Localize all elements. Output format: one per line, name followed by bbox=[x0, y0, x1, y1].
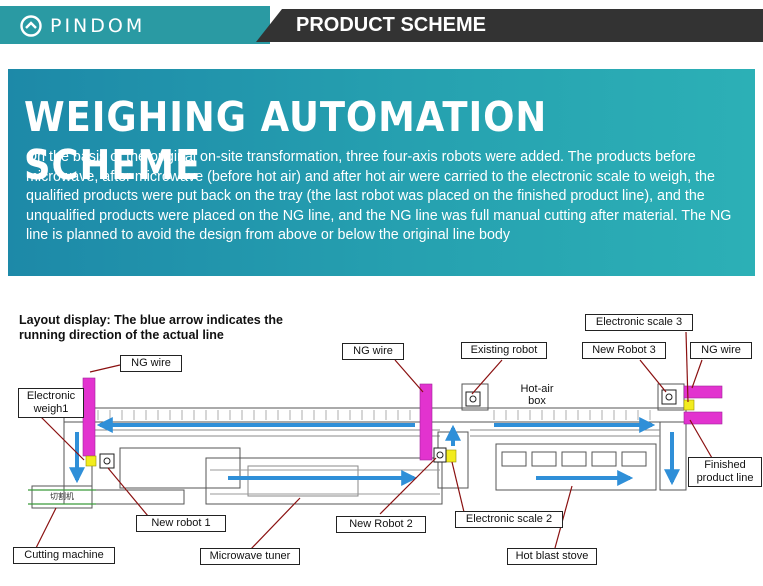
page-heading: WEIGHING AUTOMATION SCHEME bbox=[24, 93, 548, 189]
brand-badge: PINDOM bbox=[0, 6, 270, 44]
robot-1 bbox=[99, 453, 115, 469]
electronic-scales bbox=[85, 399, 695, 467]
section-title: PRODUCT SCHEME bbox=[296, 14, 487, 36]
finished-product-line-text: Finished product line bbox=[696, 459, 754, 484]
ng-lines bbox=[82, 377, 723, 461]
electronic-scale-2-label: Electronic scale 2 bbox=[455, 511, 563, 528]
ng-line-1 bbox=[82, 377, 96, 457]
robots bbox=[99, 389, 677, 469]
hot-blast-stove-body bbox=[495, 443, 657, 491]
robot-3 bbox=[661, 389, 677, 405]
electronic-weigh1-text: Electronic weigh1 bbox=[26, 390, 76, 415]
microwave-tuner-label: Microwave tuner bbox=[200, 548, 300, 565]
cutting-machine-caption: 切割机 bbox=[50, 491, 74, 501]
ng-line-3a bbox=[683, 385, 723, 399]
finished-product-line-label: Finished product line bbox=[688, 457, 762, 487]
hot-blast-stove-label: Hot blast stove bbox=[507, 548, 597, 565]
scale-3 bbox=[683, 399, 695, 411]
robot-2 bbox=[433, 447, 447, 463]
cutting-machine-shape bbox=[28, 485, 96, 509]
existing-robot-shape bbox=[465, 391, 481, 407]
direction-arrows bbox=[69, 417, 680, 486]
hot-air-box-label-line1: Hot-air bbox=[520, 383, 553, 395]
section-title-bar: PRODUCT SCHEME bbox=[256, 9, 763, 42]
new-robot-3-label: New Robot 3 bbox=[582, 342, 666, 359]
scale-2 bbox=[445, 449, 457, 463]
existing-robot-label: Existing robot bbox=[461, 342, 547, 359]
top-bar: PINDOM PRODUCT SCHEME bbox=[0, 0, 763, 47]
electronic-weigh1-label: Electronic weigh1 bbox=[18, 388, 84, 418]
layout-title: Layout display: The blue arrow indicates… bbox=[19, 313, 283, 342]
scale-1 bbox=[85, 455, 97, 467]
ng-wire-label-1: NG wire bbox=[120, 355, 182, 372]
electronic-scale-3-label: Electronic scale 3 bbox=[585, 314, 693, 331]
ng-wire-label-2: NG wire bbox=[342, 343, 404, 360]
ng-wire-label-3: NG wire bbox=[690, 342, 752, 359]
ng-line-2 bbox=[419, 383, 433, 461]
new-robot-1-label: New robot 1 bbox=[136, 515, 226, 532]
cutting-machine-label: Cutting machine bbox=[13, 547, 115, 564]
pindom-logo-icon bbox=[20, 15, 42, 37]
intro-banner: WEIGHING AUTOMATION SCHEME On the basis … bbox=[8, 69, 755, 276]
rail-ticks bbox=[97, 410, 651, 420]
brand-name: PINDOM bbox=[50, 15, 146, 37]
new-robot-2-label: New Robot 2 bbox=[336, 516, 426, 533]
leader-lines bbox=[35, 331, 713, 551]
hot-air-box-label-line2: box bbox=[528, 395, 546, 407]
intro-text: On the basis of the original on-site tra… bbox=[26, 149, 732, 244]
ng-line-3b bbox=[683, 411, 723, 425]
